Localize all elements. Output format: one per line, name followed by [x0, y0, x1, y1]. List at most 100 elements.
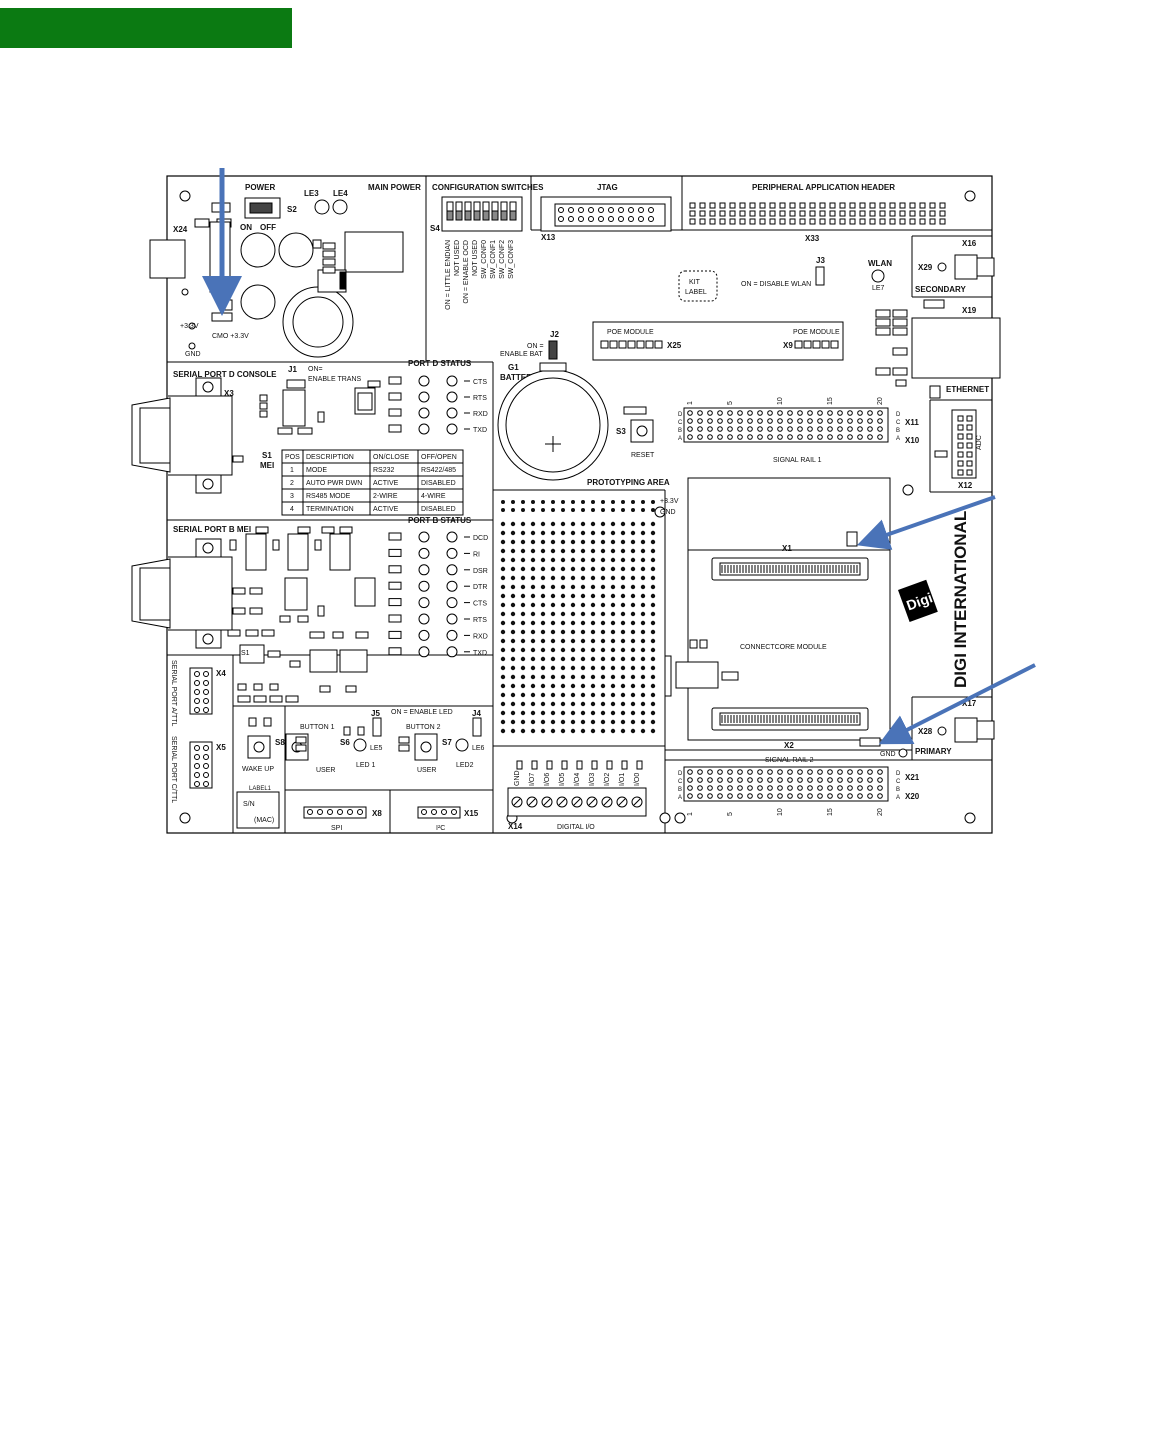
s8-label: S8 — [275, 738, 285, 747]
proto-hole — [631, 500, 635, 504]
connectcore-label: CONNECTCORE MODULE — [740, 644, 827, 651]
serial-port-cttl-label: SERIAL PORT C/TTL — [170, 736, 177, 803]
header-pin — [203, 781, 209, 787]
proto-hole — [600, 629, 606, 635]
proto-hole — [640, 602, 646, 608]
proto-hole — [600, 719, 606, 725]
header-pin — [819, 218, 826, 225]
header-pin — [719, 202, 726, 209]
led-signal-label: DCD — [473, 535, 488, 542]
rail-pin — [687, 793, 693, 799]
enable-bat-1: ON = — [527, 343, 544, 350]
proto-hole — [500, 638, 506, 644]
j5-label: J5 — [371, 709, 380, 718]
proto-hole — [520, 629, 526, 635]
proto-hole — [550, 710, 556, 716]
rail-pin — [787, 785, 793, 791]
rail-pin — [797, 785, 803, 791]
header-pin — [759, 218, 766, 225]
proto-hole — [620, 548, 626, 554]
rail-pin — [817, 426, 823, 432]
spi-pin — [317, 809, 323, 815]
x10-label: X10 — [905, 436, 920, 445]
proto-hole — [530, 593, 536, 599]
proto-hole — [600, 674, 606, 680]
digital-io-pin-label: I/O7 — [529, 773, 536, 786]
proto-hole — [590, 719, 596, 725]
proto-hole — [570, 728, 576, 734]
proto-hole — [510, 620, 516, 626]
rail-row: A — [678, 795, 682, 801]
proto-hole — [620, 665, 626, 671]
digital-io-pin-label: I/O6 — [544, 773, 551, 786]
digital-io-pin-label: I/O5 — [559, 773, 566, 786]
rail-row: B — [678, 787, 682, 793]
mei-header: ON/CLOSE — [373, 454, 410, 461]
rail-pin — [867, 426, 873, 432]
mei-cell: TERMINATION — [306, 506, 354, 513]
proto-hole — [540, 575, 546, 581]
proto-hole — [540, 710, 546, 716]
proto-hole — [650, 593, 656, 599]
header-pin — [194, 754, 200, 760]
rail-pin — [717, 785, 723, 791]
proto-hole — [570, 548, 576, 554]
header-pin — [909, 218, 916, 225]
proto-hole — [590, 683, 596, 689]
rail-pin — [817, 434, 823, 440]
header-pin — [729, 218, 736, 225]
header-pin — [859, 202, 866, 209]
rail-pin — [857, 418, 863, 424]
rail-pin — [747, 434, 753, 440]
x28-label: X28 — [918, 727, 933, 736]
adc-pin — [966, 415, 973, 422]
rail-pin — [697, 426, 703, 432]
rail-pin — [737, 418, 743, 424]
config-switches-label: CONFIGURATION SWITCHES — [432, 183, 544, 192]
rail-pin — [827, 418, 833, 424]
header-pin — [859, 210, 866, 217]
proto-hole — [630, 539, 636, 545]
jtag-pin — [558, 216, 564, 222]
proto-hole — [520, 674, 526, 680]
jtag-pin — [638, 207, 644, 213]
proto-hole — [500, 620, 506, 626]
rail-pin — [827, 410, 833, 416]
proto-hole — [650, 521, 656, 527]
proto-hole — [620, 602, 626, 608]
adc-pin — [957, 469, 964, 476]
proto-hole — [580, 692, 586, 698]
proto-hole — [620, 629, 626, 635]
proto-hole — [540, 719, 546, 725]
proto-hole — [530, 719, 536, 725]
proto-hole — [590, 521, 596, 527]
plus33-label: +3.3V — [180, 323, 199, 330]
proto-hole — [580, 620, 586, 626]
proto-hole — [620, 593, 626, 599]
header-pin — [879, 202, 886, 209]
proto-hole — [650, 620, 656, 626]
rail-pin — [877, 410, 883, 416]
proto-hole — [530, 647, 536, 653]
proto-hole — [530, 557, 536, 563]
proto-hole — [560, 674, 566, 680]
proto-hole — [550, 530, 556, 536]
proto-hole — [580, 683, 586, 689]
proto-hole — [610, 611, 616, 617]
proto-hole — [581, 500, 585, 504]
rail-row: D — [896, 771, 901, 777]
rail-pin — [867, 785, 873, 791]
le7-label: LE7 — [872, 285, 885, 292]
rail-tick: 20 — [877, 397, 884, 405]
proto-hole — [540, 674, 546, 680]
proto-hole — [550, 521, 556, 527]
header-pin — [899, 218, 906, 225]
proto-hole — [630, 674, 636, 680]
proto-hole — [530, 566, 536, 572]
header-pin — [839, 218, 846, 225]
rail-tick: 20 — [877, 808, 884, 816]
proto-hole — [530, 710, 536, 716]
rail-pin — [727, 434, 733, 440]
proto-hole — [620, 674, 626, 680]
rail-tick: 15 — [827, 808, 834, 816]
